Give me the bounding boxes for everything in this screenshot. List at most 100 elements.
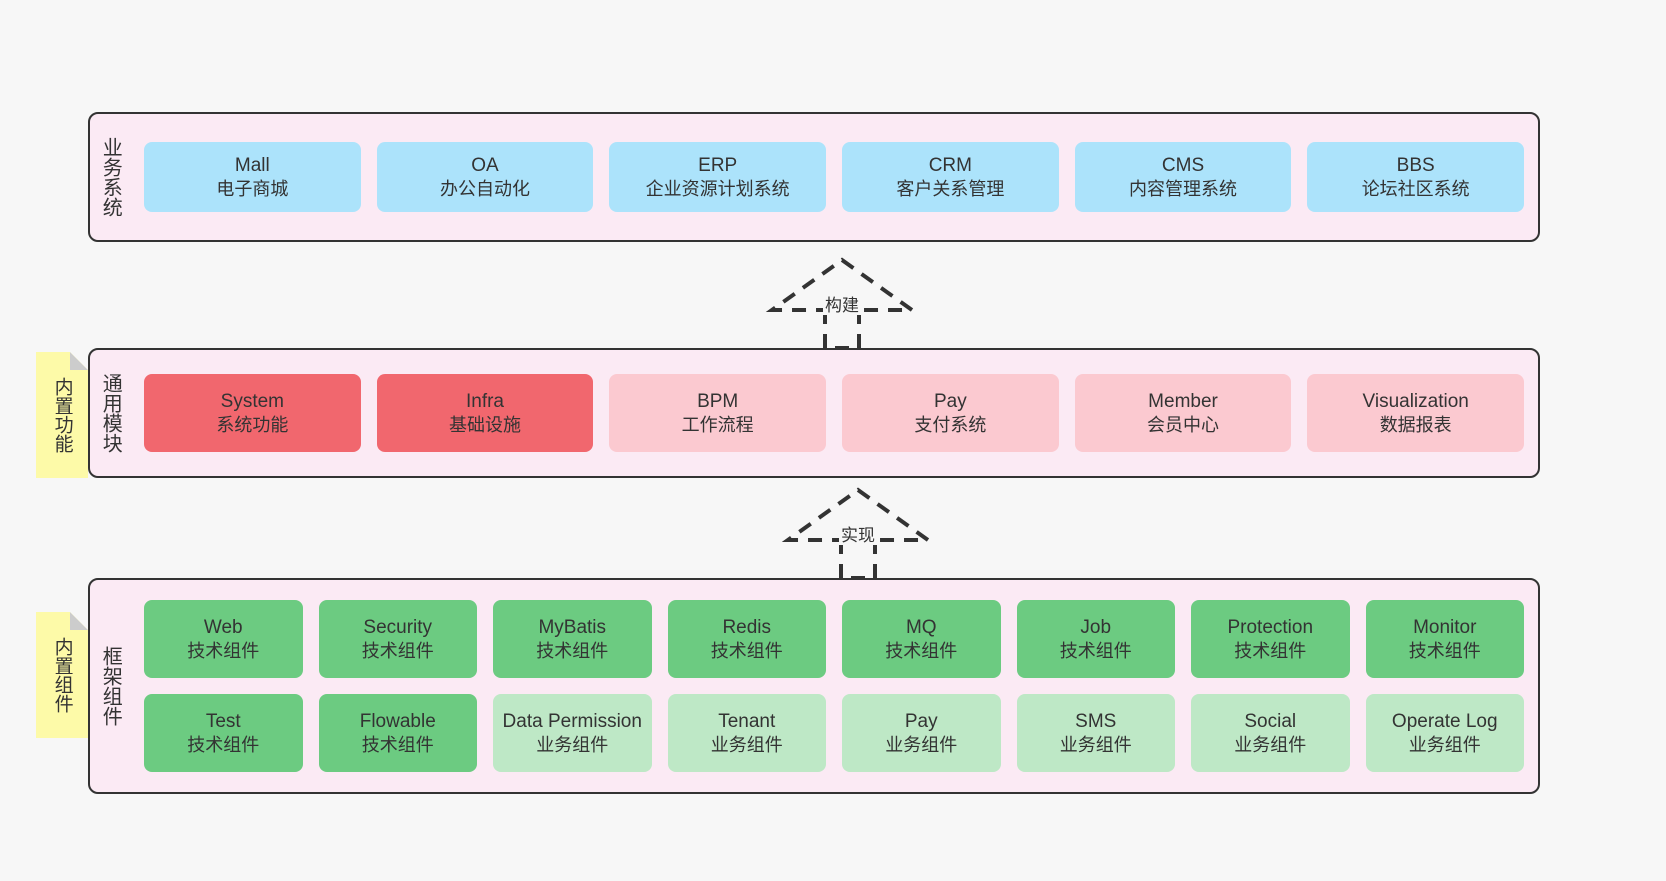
card-subtitle: 内容管理系统 <box>1129 178 1238 199</box>
card-title: Protection <box>1227 616 1314 638</box>
card-title: Pay <box>904 710 938 732</box>
arrow-implement-label: 实现 <box>839 526 877 545</box>
card-monitor[interactable]: Monitor 技术组件 <box>1365 600 1524 678</box>
card-pay-module[interactable]: Pay 支付系统 <box>842 374 1059 452</box>
card-subtitle: 技术组件 <box>1234 640 1307 661</box>
card-row: System 系统功能 Infra 基础设施 BPM 工作流程 Pay 支付系统… <box>144 374 1525 452</box>
card-cms[interactable]: CMS 内容管理系统 <box>1074 142 1292 212</box>
card-row: Test 技术组件 Flowable 技术组件 Data Permission … <box>144 694 1524 772</box>
card-title: Job <box>1080 616 1112 638</box>
card-data-permission[interactable]: Data Permission 业务组件 <box>493 694 652 772</box>
card-title: Tenant <box>718 710 776 732</box>
layer-title-common-modules: 通用模块 <box>99 373 122 453</box>
layer-body-framework-components: Web 技术组件 Security 技术组件 MyBatis 技术组件 Redi… <box>130 580 1538 792</box>
card-protection[interactable]: Protection 技术组件 <box>1191 600 1350 678</box>
arrow-build-label: 构建 <box>823 296 861 315</box>
card-title: MyBatis <box>538 616 607 638</box>
card-flowable[interactable]: Flowable 技术组件 <box>318 694 477 772</box>
card-mall[interactable]: Mall 电子商城 <box>144 142 361 212</box>
card-title: OA <box>471 154 499 176</box>
card-subtitle: 会员中心 <box>1147 414 1220 435</box>
card-title: ERP <box>698 154 738 176</box>
card-test[interactable]: Test 技术组件 <box>144 694 303 772</box>
card-crm[interactable]: CRM 客户关系管理 <box>842 142 1059 212</box>
card-subtitle: 技术组件 <box>187 640 260 661</box>
card-title: CRM <box>928 154 972 176</box>
card-visualization[interactable]: Visualization 数据报表 <box>1307 374 1525 452</box>
card-title: Infra <box>465 390 505 412</box>
card-subtitle: 技术组件 <box>361 734 434 755</box>
card-subtitle: 企业资源计划系统 <box>645 178 790 199</box>
layer-framework-components: 框架组件 Web 技术组件 Security 技术组件 MyBatis 技术组件… <box>88 578 1540 794</box>
card-title: CMS <box>1161 154 1205 176</box>
card-subtitle: 技术组件 <box>885 640 958 661</box>
card-subtitle: 技术组件 <box>1059 640 1132 661</box>
card-mq[interactable]: MQ 技术组件 <box>842 600 1001 678</box>
card-subtitle: 论坛社区系统 <box>1361 178 1470 199</box>
layer-business-systems: 业务系统 Mall 电子商城 OA 办公自动化 ERP 企业资源计划系统 CRM… <box>88 112 1540 242</box>
card-subtitle: 业务组件 <box>1059 734 1132 755</box>
card-subtitle: 办公自动化 <box>440 178 530 199</box>
card-social[interactable]: Social 业务组件 <box>1191 694 1350 772</box>
layer-common-modules: 通用模块 System 系统功能 Infra 基础设施 BPM 工作流程 Pay… <box>88 348 1540 478</box>
card-subtitle: 技术组件 <box>187 734 260 755</box>
card-title: Security <box>363 616 433 638</box>
card-title: MQ <box>905 616 937 638</box>
card-tenant[interactable]: Tenant 业务组件 <box>667 694 826 772</box>
card-infra[interactable]: Infra 基础设施 <box>376 374 594 452</box>
card-erp[interactable]: ERP 企业资源计划系统 <box>609 142 827 212</box>
card-subtitle: 业务组件 <box>1234 734 1307 755</box>
card-subtitle: 技术组件 <box>710 640 783 661</box>
card-redis[interactable]: Redis 技术组件 <box>667 600 826 678</box>
note-label: 内置功能 <box>51 377 73 453</box>
card-bpm[interactable]: BPM 工作流程 <box>609 374 827 452</box>
card-title: Visualization <box>1362 390 1469 412</box>
card-subtitle: 业务组件 <box>885 734 958 755</box>
card-title: Pay <box>933 390 967 412</box>
card-title: BPM <box>697 390 739 412</box>
card-subtitle: 电子商城 <box>216 178 289 199</box>
card-title: Monitor <box>1413 616 1477 638</box>
card-title: Redis <box>722 616 772 638</box>
layer-title-framework-components: 框架组件 <box>99 646 122 726</box>
card-pay-component[interactable]: Pay 业务组件 <box>842 694 1001 772</box>
card-bbs[interactable]: BBS 论坛社区系统 <box>1307 142 1525 212</box>
card-subtitle: 技术组件 <box>1408 640 1481 661</box>
arrow-implement: 实现 <box>778 484 938 580</box>
card-title: Operate Log <box>1391 710 1498 732</box>
note-builtin-components: 内置组件 <box>36 612 88 738</box>
note-builtin-functions: 内置功能 <box>36 352 88 478</box>
card-title: SMS <box>1075 710 1117 732</box>
layer-body-common-modules: System 系统功能 Infra 基础设施 BPM 工作流程 Pay 支付系统… <box>130 350 1538 476</box>
card-sms[interactable]: SMS 业务组件 <box>1016 694 1175 772</box>
card-web[interactable]: Web 技术组件 <box>144 600 303 678</box>
folded-corner-icon <box>70 612 88 630</box>
card-subtitle: 业务组件 <box>536 734 609 755</box>
card-row: Mall 电子商城 OA 办公自动化 ERP 企业资源计划系统 CRM 客户关系… <box>144 142 1525 212</box>
card-subtitle: 业务组件 <box>1408 734 1481 755</box>
card-title: Flowable <box>359 710 436 732</box>
card-operate-log[interactable]: Operate Log 业务组件 <box>1365 694 1524 772</box>
card-subtitle: 技术组件 <box>361 640 434 661</box>
card-system[interactable]: System 系统功能 <box>144 374 361 452</box>
card-title: BBS <box>1396 154 1435 176</box>
card-subtitle: 客户关系管理 <box>896 178 1005 199</box>
card-member[interactable]: Member 会员中心 <box>1074 374 1292 452</box>
card-title: System <box>220 390 285 412</box>
card-security[interactable]: Security 技术组件 <box>318 600 477 678</box>
card-oa[interactable]: OA 办公自动化 <box>376 142 594 212</box>
card-job[interactable]: Job 技术组件 <box>1016 600 1175 678</box>
card-subtitle: 工作流程 <box>681 414 754 435</box>
card-title: Data Permission <box>502 710 642 732</box>
card-title: Mall <box>234 154 270 176</box>
card-title: Social <box>1244 710 1297 732</box>
folded-corner-icon <box>70 352 88 370</box>
card-subtitle: 业务组件 <box>710 734 783 755</box>
card-title: Member <box>1148 390 1218 412</box>
card-title: Web <box>203 616 243 638</box>
card-row: Web 技术组件 Security 技术组件 MyBatis 技术组件 Redi… <box>144 600 1524 678</box>
card-mybatis[interactable]: MyBatis 技术组件 <box>493 600 652 678</box>
card-subtitle: 系统功能 <box>216 414 289 435</box>
card-subtitle: 基础设施 <box>449 414 521 435</box>
